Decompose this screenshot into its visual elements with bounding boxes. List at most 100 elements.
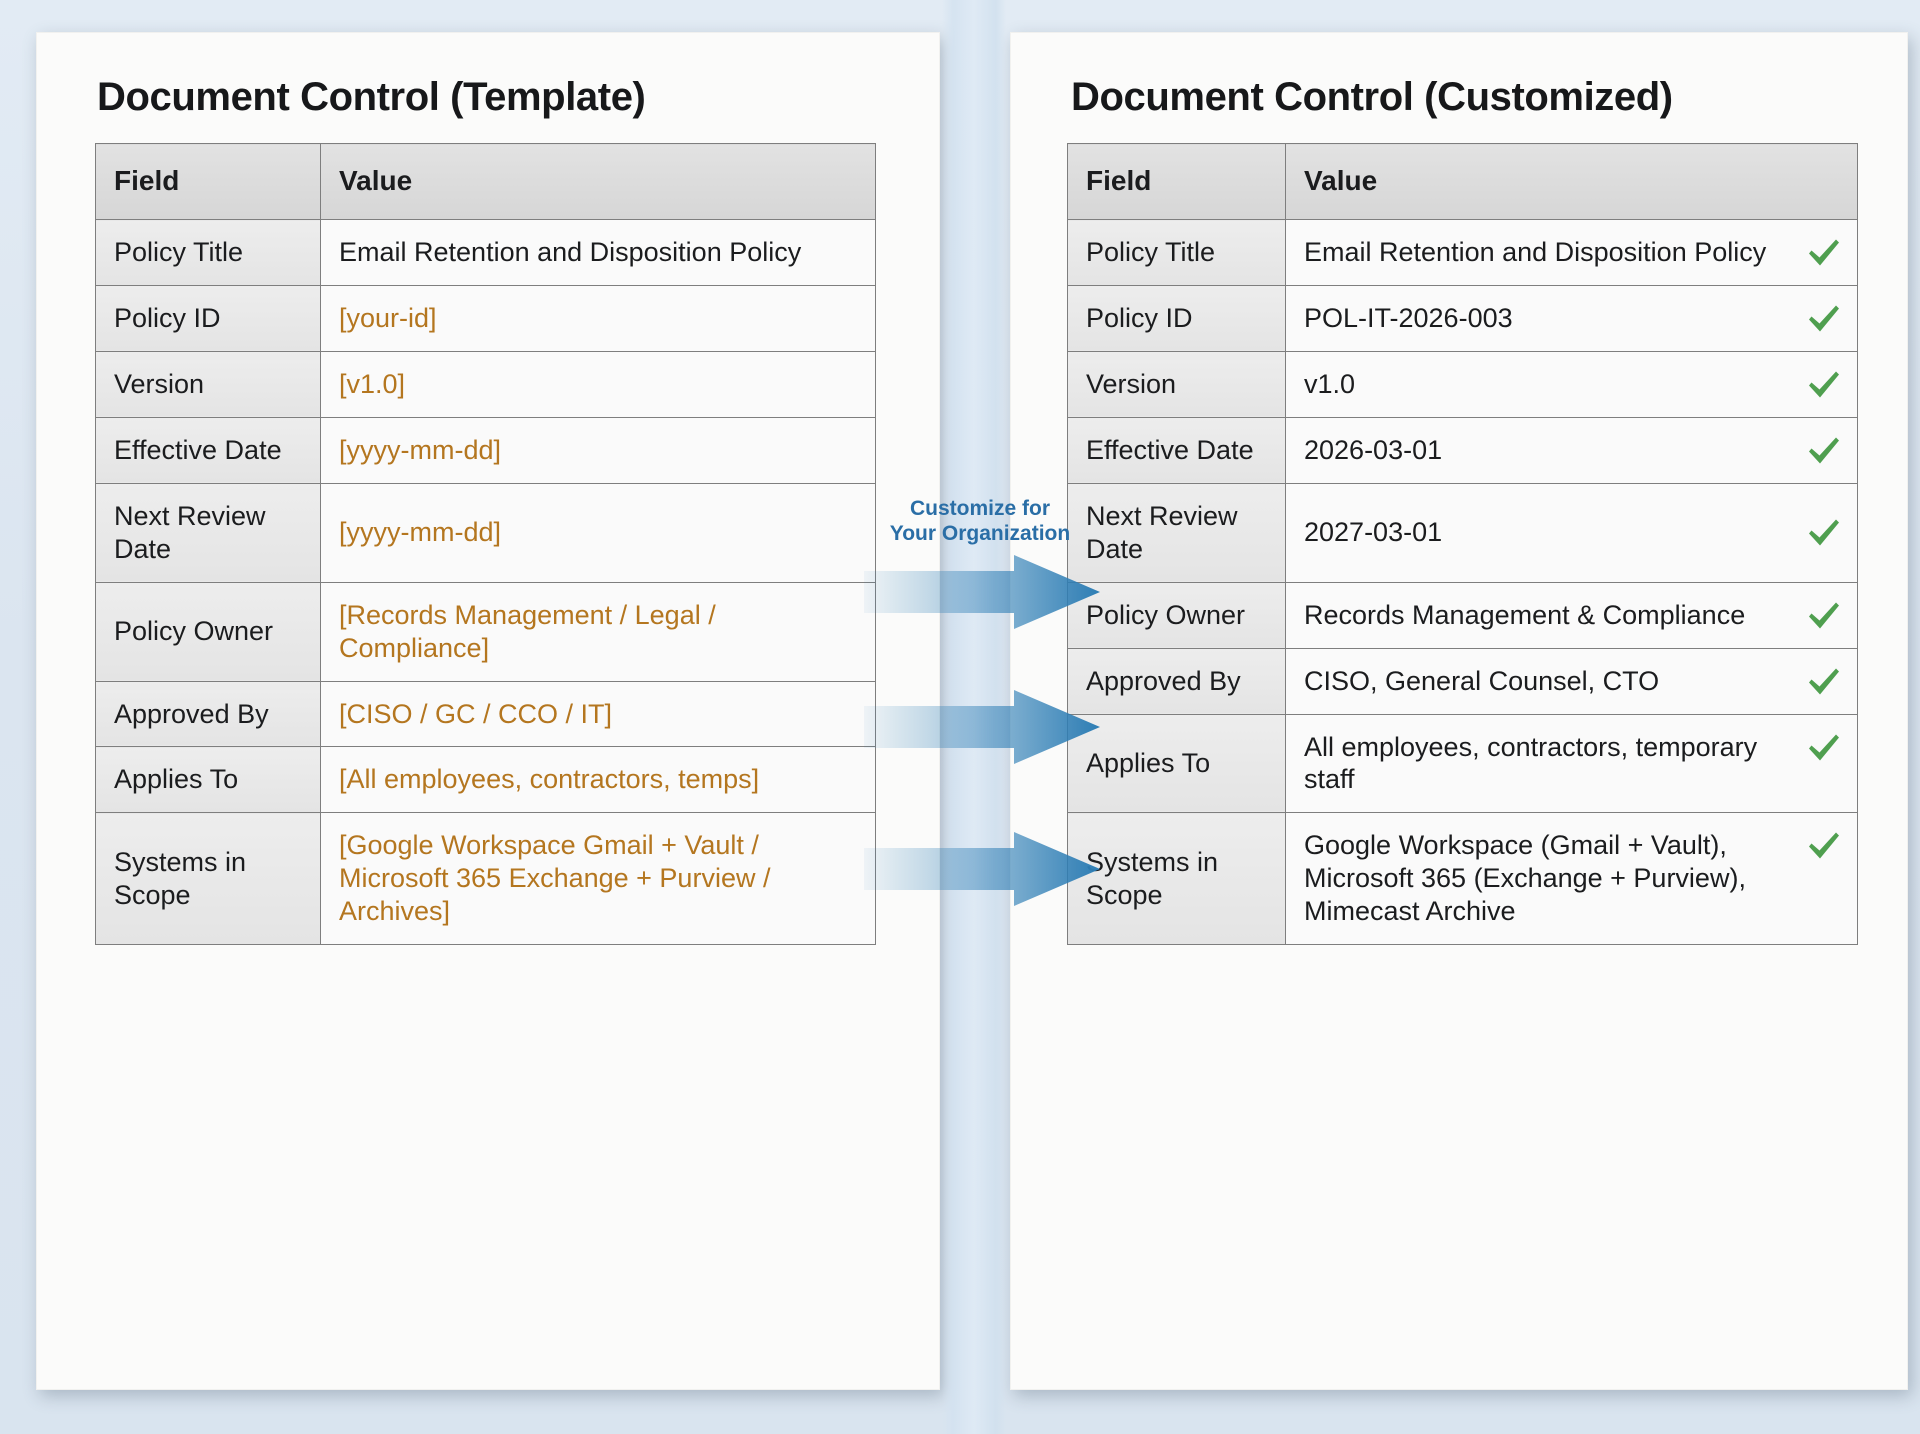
field-cell: Effective Date <box>1067 416 1286 484</box>
value-text: CISO, General Counsel, CTO <box>1304 665 1660 696</box>
check-mark-icon <box>1809 668 1839 695</box>
field-cell: Applies To <box>1067 713 1286 814</box>
value-cell: Email Retention and Disposition Policy <box>1285 219 1858 286</box>
template-table: Field Value Policy Title Email Retention … <box>95 143 876 946</box>
table-row: Version [v1.0] <box>95 350 876 418</box>
value-wrapper: POL-IT-2026-003 <box>1304 302 1841 335</box>
template-card: Document Control (Template) Field Value … <box>36 32 940 1390</box>
value-text: All employees, contractors, temporary st… <box>1304 731 1758 795</box>
value-text: 2027-03-01 <box>1304 517 1443 548</box>
check-mark-icon <box>1809 832 1839 859</box>
value-cell: 2026-03-01 <box>1285 416 1858 484</box>
field-cell: Systems in Scope <box>95 812 321 946</box>
field-cell: Effective Date <box>95 416 321 484</box>
value-cell: Email Retention and Disposition Policy <box>320 219 876 286</box>
check-mark-icon <box>1809 734 1839 760</box>
value-wrapper: [yyyy-mm-dd] <box>339 434 859 467</box>
check-mark-icon <box>1809 239 1839 266</box>
check-mark-icon <box>1809 371 1839 398</box>
vertical-highlight-band <box>942 0 1006 1434</box>
value-cell: [v1.0] <box>320 350 876 418</box>
placeholder-value-text: [yyyy-mm-dd] <box>339 517 501 548</box>
value-wrapper: [v1.0] <box>339 368 859 401</box>
value-wrapper: Records Management & Compliance <box>1304 599 1841 632</box>
value-cell: [yyyy-mm-dd] <box>320 482 876 583</box>
field-cell: Policy Owner <box>1067 581 1286 649</box>
check-mark-icon <box>1809 437 1839 464</box>
value-text: Records Management & Compliance <box>1304 599 1746 630</box>
field-cell: Policy ID <box>1067 284 1286 352</box>
value-wrapper: Email Retention and Disposition Policy <box>339 236 859 269</box>
value-cell: All employees, contractors, temporary st… <box>1285 713 1858 814</box>
value-text: Google Workspace (Gmail + Vault), Micros… <box>1304 830 1746 927</box>
table-row: Applies To [All employees, contractors, t… <box>95 746 876 814</box>
value-cell: [yyyy-mm-dd] <box>320 416 876 484</box>
placeholder-value-text: [All employees, contractors, temps] <box>339 764 760 795</box>
table-row: Policy ID[your-id] <box>95 284 876 352</box>
table-row: Version v1.0 <box>1067 350 1858 418</box>
field-cell: Version <box>95 350 321 418</box>
value-cell: [CISO / GC / CCO / IT] <box>320 680 876 748</box>
value-wrapper: Google Workspace (Gmail + Vault), Micros… <box>1304 829 1841 928</box>
customized-col-value: Value <box>1285 143 1858 220</box>
value-cell: v1.0 <box>1285 350 1858 418</box>
customized-card: Document Control (Customized) Field Valu… <box>1010 32 1908 1390</box>
value-cell: [All employees, contractors, temps] <box>320 746 876 814</box>
template-col-value: Value <box>320 143 876 220</box>
table-row: Policy Owner Records Management & Complia… <box>1067 581 1858 649</box>
value-wrapper: 2027-03-01 <box>1304 516 1841 549</box>
value-wrapper: Email Retention and Disposition Policy <box>1304 236 1841 269</box>
table-row: Policy Title Email Retention and Disposit… <box>95 219 876 286</box>
placeholder-value-text: [your-id] <box>339 302 437 333</box>
value-cell: [Records Management / Legal / Compliance… <box>320 581 876 682</box>
field-cell: Applies To <box>95 746 321 814</box>
customized-panel-title: Document Control (Customized) <box>1071 75 1673 119</box>
value-text: POL-IT-2026-003 <box>1304 302 1513 333</box>
check-mark-icon <box>1809 602 1839 629</box>
table-row: Policy Owner [Records Management / Legal … <box>95 581 876 682</box>
value-cell: POL-IT-2026-003 <box>1285 284 1858 352</box>
field-cell: Next Review Date <box>95 482 321 583</box>
value-text: Email Retention and Disposition Policy <box>1304 237 1767 267</box>
value-wrapper: 2026-03-01 <box>1304 434 1841 467</box>
value-cell: 2027-03-01 <box>1285 482 1858 583</box>
placeholder-value-text: [v1.0] <box>339 368 406 399</box>
value-wrapper: [yyyy-mm-dd] <box>339 516 859 549</box>
field-cell: Approved By <box>95 680 321 748</box>
template-table-header-row: Field Value <box>95 143 876 220</box>
value-wrapper: v1.0 <box>1304 368 1841 401</box>
customized-col-field: Field <box>1067 143 1286 220</box>
table-row: Policy ID POL-IT-2026-003 <box>1067 284 1858 352</box>
placeholder-value-text: [Google Workspace Gmail + Vault / Micros… <box>339 830 771 927</box>
placeholder-value-text: [yyyy-mm-dd] <box>339 434 501 465</box>
table-row: Effective Date 2026-03-01 <box>1067 416 1858 484</box>
table-row: Applies To All employees, contractors, te… <box>1067 713 1858 814</box>
value-wrapper: All employees, contractors, temporary st… <box>1304 731 1841 797</box>
placeholder-value-text: [Records Management / Legal / Compliance… <box>339 599 716 663</box>
value-cell: [your-id] <box>320 284 876 352</box>
value-wrapper: [Google Workspace Gmail + Vault / Micros… <box>339 829 859 928</box>
value-wrapper: [All employees, contractors, temps] <box>339 763 859 796</box>
table-row: Systems in Scope[Google Workspace Gmail … <box>95 812 876 946</box>
table-row: Effective Date [yyyy-mm-dd] <box>95 416 876 484</box>
value-text: v1.0 <box>1304 368 1356 399</box>
placeholder-value-text: [CISO / GC / CCO / IT] <box>339 698 613 729</box>
field-cell: Policy Title <box>95 219 321 286</box>
table-row: Approved By [CISO / GC / CCO / IT] <box>95 680 876 748</box>
check-mark-icon <box>1809 519 1839 546</box>
field-cell: Version <box>1067 350 1286 418</box>
value-cell: CISO, General Counsel, CTO <box>1285 647 1858 715</box>
field-cell: Systems in Scope <box>1067 812 1286 946</box>
field-cell: Policy Owner <box>95 581 321 682</box>
customized-table-header-row: Field Value <box>1067 143 1858 220</box>
value-wrapper: [Records Management / Legal / Compliance… <box>339 599 859 665</box>
check-mark-icon <box>1809 305 1839 332</box>
template-panel-title: Document Control (Template) <box>97 75 646 119</box>
value-wrapper: CISO, General Counsel, CTO <box>1304 665 1841 698</box>
